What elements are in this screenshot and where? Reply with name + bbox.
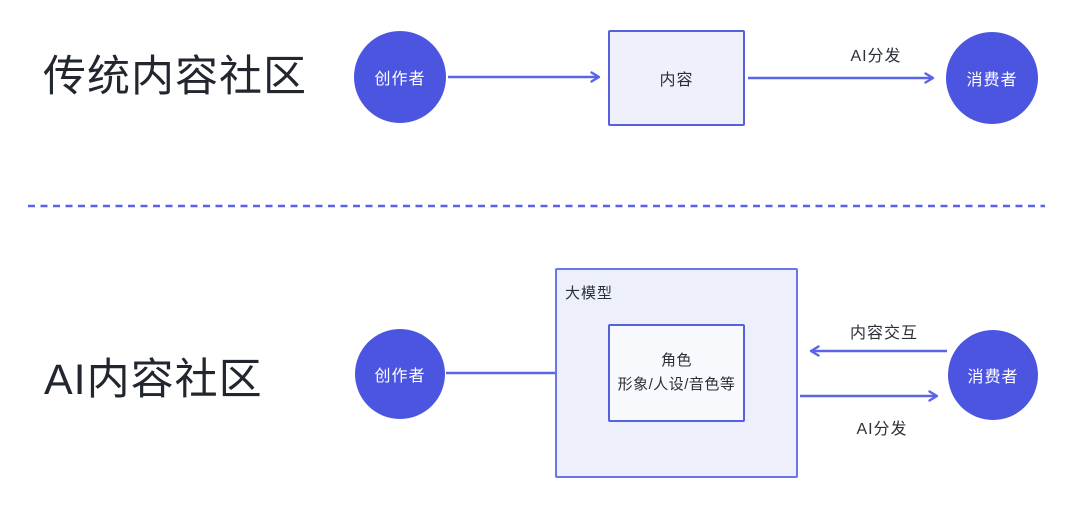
bottom-ai-distribution-label: AI分发 <box>856 421 908 438</box>
top-consumer-node: 消费者 <box>946 32 1038 124</box>
top-creator-node: 创作者 <box>354 31 446 123</box>
traditional-community-title: 传统内容社区 <box>43 53 307 101</box>
role-box-line2: 形象/人设/音色等 <box>617 376 736 393</box>
top-creator-label: 创作者 <box>374 71 426 88</box>
content-box-node: 内容 <box>608 30 745 126</box>
top-consumer-label: 消费者 <box>966 72 1018 89</box>
bottom-consumer-label: 消费者 <box>967 369 1019 386</box>
role-box-node: 角色 形象/人设/音色等 <box>608 324 745 422</box>
role-box-line1: 角色 <box>660 352 692 369</box>
bottom-creator-node: 创作者 <box>355 329 445 419</box>
content-box-label: 内容 <box>659 72 694 89</box>
top-ai-distribution-label: AI分发 <box>850 48 902 65</box>
bottom-creator-label: 创作者 <box>374 368 426 385</box>
large-model-box-label: 大模型 <box>565 285 614 302</box>
bottom-consumer-node: 消费者 <box>948 330 1038 420</box>
content-interaction-label: 内容交互 <box>849 325 918 342</box>
ai-community-title: AI内容社区 <box>44 356 263 404</box>
